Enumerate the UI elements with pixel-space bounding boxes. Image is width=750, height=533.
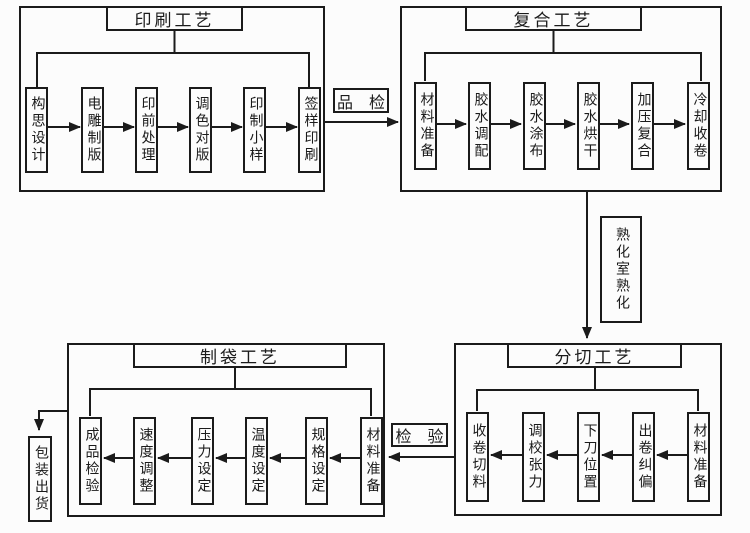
printing-section-title: 印刷工艺 — [106, 6, 243, 31]
step-label: 调校张力 — [526, 423, 542, 491]
step-label: 胶水调配 — [472, 92, 488, 160]
bagmaking-section-box — [67, 343, 385, 517]
step-product-inspection: 成品检验 — [79, 417, 102, 505]
step-pressure-laminating: 加压复合 — [631, 82, 654, 170]
step-glue-drying: 胶水烘干 — [577, 82, 600, 170]
laminating-section-title: 复合工艺 — [465, 6, 642, 31]
step-label: 温度设定 — [249, 427, 265, 495]
step-print-sample: 印制小样 — [243, 87, 266, 173]
step-label: 压力设定 — [195, 427, 211, 495]
curing-room-label: 熟化室熟化 — [600, 216, 642, 323]
step-label: 电雕制版 — [85, 96, 101, 164]
slitting-section-title: 分切工艺 — [507, 343, 682, 368]
step-label: 材料准备 — [691, 423, 707, 491]
step-prepress-processing: 印前处理 — [135, 87, 158, 173]
step-tension-adjustment: 调校张力 — [522, 412, 545, 502]
packaging-text: 包装出货 — [33, 445, 48, 513]
step-label: 规格设定 — [309, 427, 325, 495]
bagmaking-title-label: 制袋工艺 — [200, 348, 280, 367]
quality-check-label: 品 检 — [333, 88, 389, 113]
step-label: 下刀位置 — [581, 423, 597, 491]
step-label: 材料准备 — [364, 427, 380, 495]
curing-text: 熟化室熟化 — [614, 227, 629, 312]
slitting-title-label: 分切工艺 — [554, 348, 635, 367]
printing-title-label: 印刷工艺 — [134, 11, 215, 30]
quality-check-text: 品 检 — [336, 94, 385, 112]
step-temperature-setting: 温度设定 — [245, 417, 268, 505]
step-speed-adjustment: 速度调整 — [133, 417, 156, 505]
packaging-shipping-label: 包装出货 — [28, 436, 52, 522]
step-label: 冷却收卷 — [691, 92, 707, 160]
inspection-text: 检 验 — [395, 429, 444, 446]
step-label: 出卷纠偏 — [636, 423, 652, 491]
step-label: 印制小样 — [247, 96, 263, 164]
inspection-label: 检 验 — [391, 423, 448, 447]
step-concept-design: 构思设计 — [25, 87, 48, 173]
step-knife-position: 下刀位置 — [577, 412, 600, 502]
step-glue-coating: 胶水涂布 — [523, 82, 546, 170]
step-label: 加压复合 — [635, 92, 651, 160]
step-unwind-correction: 出卷纠偏 — [632, 412, 655, 502]
printing-section-box — [19, 6, 325, 192]
step-glue-mixing: 胶水调配 — [468, 82, 491, 170]
step-material-preparation-lam: 材料准备 — [414, 82, 437, 170]
step-spec-setting: 规格设定 — [305, 417, 328, 505]
step-label: 调色对版 — [193, 96, 209, 164]
step-label: 胶水涂布 — [527, 92, 543, 160]
step-label: 胶水烘干 — [581, 92, 597, 160]
step-winding-cutting: 收卷切料 — [466, 412, 489, 502]
step-pressure-setting: 压力设定 — [191, 417, 214, 505]
step-label: 速度调整 — [137, 427, 153, 495]
laminating-section-box — [400, 6, 722, 192]
step-label: 构思设计 — [29, 96, 45, 164]
step-label: 印前处理 — [139, 96, 155, 164]
step-signed-sample-printing: 签样印刷 — [298, 87, 321, 173]
step-label: 收卷切料 — [470, 423, 486, 491]
step-material-preparation-slit: 材料准备 — [687, 412, 710, 502]
step-color-plate-proofing: 调色对版 — [189, 87, 212, 173]
step-label: 材料准备 — [418, 92, 434, 160]
step-label: 签样印刷 — [302, 96, 318, 164]
step-material-preparation-bag: 材料准备 — [360, 417, 383, 505]
bagmaking-section-title: 制袋工艺 — [133, 343, 347, 368]
laminating-title-label: 复合工艺 — [513, 11, 594, 30]
step-engraving-plate-making: 电雕制版 — [81, 87, 104, 173]
step-cooling-winding: 冷却收卷 — [687, 82, 710, 170]
step-label: 成品检验 — [83, 427, 99, 495]
